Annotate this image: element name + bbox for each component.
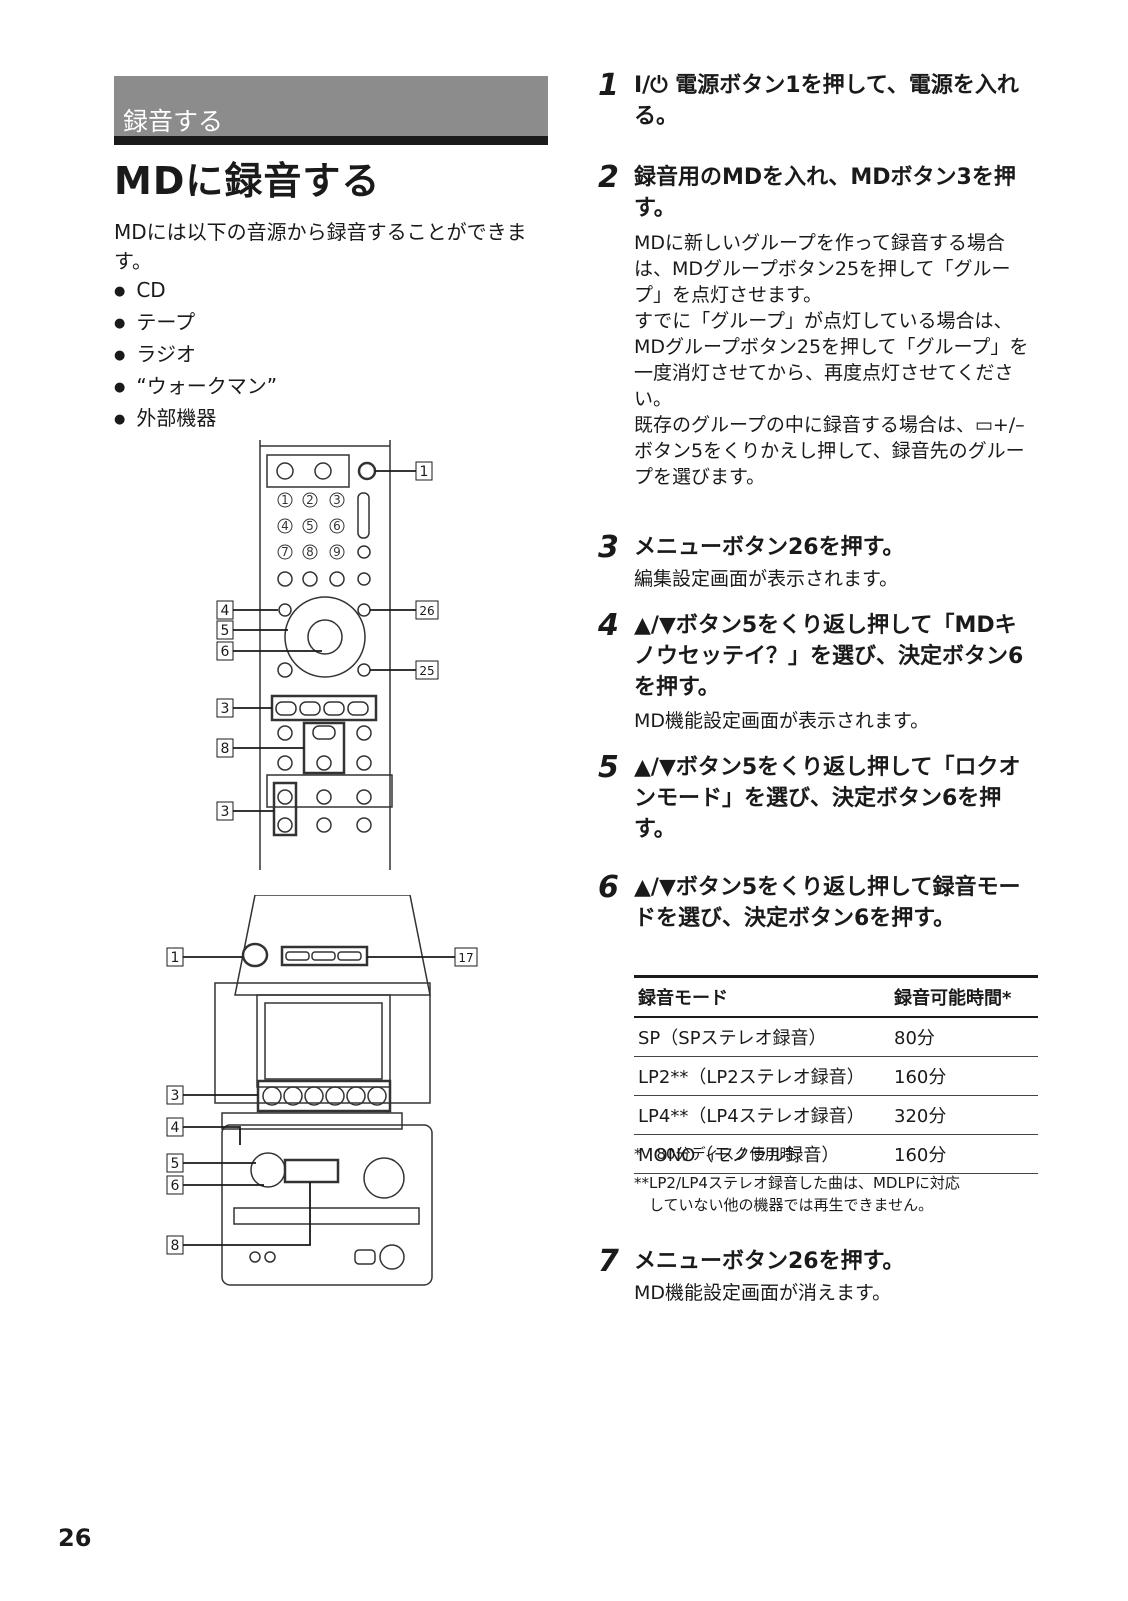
- key-label: 2: [306, 493, 314, 507]
- callout-label: 6: [171, 1178, 180, 1194]
- callout-label: 3: [171, 1088, 180, 1104]
- table-cell: 160分: [890, 1056, 1038, 1096]
- recording-mode-table: 録音モード 録音可能時間* SP（SPステレオ録音）80分 LP2**（LP2ス…: [634, 975, 1038, 1174]
- key-label: 5: [306, 519, 314, 533]
- list-item: ラジオ: [114, 340, 277, 372]
- step-number: 7: [598, 1244, 619, 1279]
- section-label: 録音する: [123, 107, 224, 136]
- page-number: 26: [58, 1524, 92, 1552]
- table-cell: MONO（モノラル録音）: [634, 1134, 890, 1174]
- table-footnote: * 80分ディスク使用時: [634, 1145, 795, 1163]
- column-header: 録音モード: [634, 975, 890, 1018]
- main-unit-figure: 1 17 3 4 5 6 8: [166, 895, 478, 1286]
- key-label: 7: [281, 545, 289, 559]
- step-1: 1 I/⏻ 電源ボタン1を押して、電源を入れる。: [598, 70, 1038, 136]
- step-heading: メニューボタン26を押す。: [634, 535, 905, 560]
- step-5: 5 ▲/▼ボタン5をくり返し押して「ロクオンモード」を選び、決定ボタン6を押す。: [598, 752, 1038, 852]
- callout-label: 17: [458, 951, 473, 965]
- step-number: 3: [598, 530, 619, 565]
- list-item: CD: [114, 276, 277, 308]
- callout-label: 4: [171, 1120, 180, 1136]
- step-2: 2 録音用のMDを入れ、MDボタン3を押す。 MDに新しいグループを作って録音す…: [598, 162, 1038, 517]
- callout-label: 6: [221, 644, 230, 660]
- step-3: 3 メニューボタン26を押す。 編集設定画面が表示されます。: [598, 532, 1038, 594]
- step-body: MDに新しいグループを作って録音する場合は、MDグループボタン25を押して「グル…: [634, 232, 1029, 488]
- callout-label: 25: [419, 664, 434, 678]
- page-title: MDに録音する: [114, 159, 381, 203]
- table-cell: 160分: [890, 1134, 1038, 1174]
- callout-label: 1: [420, 464, 429, 480]
- callout-label: 5: [171, 1156, 180, 1172]
- table-cell: 320分: [890, 1095, 1038, 1135]
- intro-text: MDには以下の音源から録音することができます。: [114, 220, 527, 273]
- column-header: 録音可能時間*: [890, 975, 1038, 1018]
- callout-label: 4: [221, 603, 230, 619]
- step-body: 編集設定画面が表示されます。: [634, 568, 899, 590]
- callout-label: 1: [171, 950, 180, 966]
- step-heading: ▲/▼ボタン5をくり返し押して録音モードを選び、決定ボタン6を押す。: [634, 875, 1021, 931]
- step-number: 6: [598, 870, 619, 905]
- table-cell: LP2**（LP2ステレオ録音）: [634, 1056, 890, 1096]
- list-item: テープ: [114, 308, 277, 340]
- table-cell: SP（SPステレオ録音）: [634, 1017, 890, 1057]
- step-number: 4: [598, 608, 619, 643]
- step-number: 1: [598, 68, 619, 103]
- callout-label: 5: [221, 623, 230, 639]
- remote-control-figure: 1 2 3 4 5 6 7 8 9: [216, 440, 439, 870]
- callout-label: 8: [221, 741, 230, 757]
- table-cell: LP4**（LP4ステレオ録音）: [634, 1095, 890, 1135]
- source-list: CD テープ ラジオ “ウォークマン” 外部機器: [114, 276, 277, 436]
- table-cell: 80分: [890, 1017, 1038, 1057]
- step-number: 2: [598, 160, 619, 195]
- key-label: 3: [333, 493, 341, 507]
- step-heading: ▲/▼ボタン5をくり返し押して「MDキノウセッテイ？」を選び、決定ボタン6を押す…: [634, 613, 1024, 700]
- table-row: LP4**（LP4ステレオ録音）320分: [634, 1095, 1038, 1135]
- key-label: 9: [333, 545, 341, 559]
- step-heading: I/⏻ 電源ボタン1を押して、電源を入れる。: [634, 73, 1019, 129]
- key-label: 1: [281, 493, 289, 507]
- table-header-row: 録音モード 録音可能時間*: [634, 975, 1038, 1018]
- key-label: 6: [333, 519, 341, 533]
- table-footnote: **LP2/LP4ステレオ録音した曲は、MDLPに対応 していない他の機器では再…: [634, 1174, 960, 1214]
- callout-label: 3: [221, 804, 230, 820]
- callout-label: 3: [221, 701, 230, 717]
- step-heading: ▲/▼ボタン5をくり返し押して「ロクオンモード」を選び、決定ボタン6を押す。: [634, 755, 1021, 842]
- section-header-bar: 録音する: [114, 76, 548, 145]
- table-row: LP2**（LP2ステレオ録音）160分: [634, 1056, 1038, 1096]
- callout-label: 26: [419, 604, 434, 618]
- step-4: 4 ▲/▼ボタン5をくり返し押して「MDキノウセッテイ？」を選び、決定ボタン6を…: [598, 610, 1038, 736]
- table-row: SP（SPステレオ録音）80分: [634, 1017, 1038, 1057]
- step-7: 7 メニューボタン26を押す。 MD機能設定画面が消えます。: [598, 1246, 1038, 1310]
- step-heading: メニューボタン26を押す。: [634, 1249, 905, 1274]
- step-body: MD機能設定画面が表示されます。: [634, 710, 930, 732]
- step-number: 5: [598, 750, 619, 785]
- key-label: 8: [306, 545, 314, 559]
- step-body: MD機能設定画面が消えます。: [634, 1282, 892, 1304]
- step-heading: 録音用のMDを入れ、MDボタン3を押す。: [634, 165, 1016, 221]
- key-label: 4: [281, 519, 289, 533]
- step-6: 6 ▲/▼ボタン5をくり返し押して録音モードを選び、決定ボタン6を押す。: [598, 872, 1038, 938]
- list-item: 外部機器: [114, 404, 277, 436]
- table-row: MONO（モノラル録音）160分: [634, 1134, 1038, 1174]
- list-item: “ウォークマン”: [114, 372, 277, 404]
- callout-label: 8: [171, 1238, 180, 1254]
